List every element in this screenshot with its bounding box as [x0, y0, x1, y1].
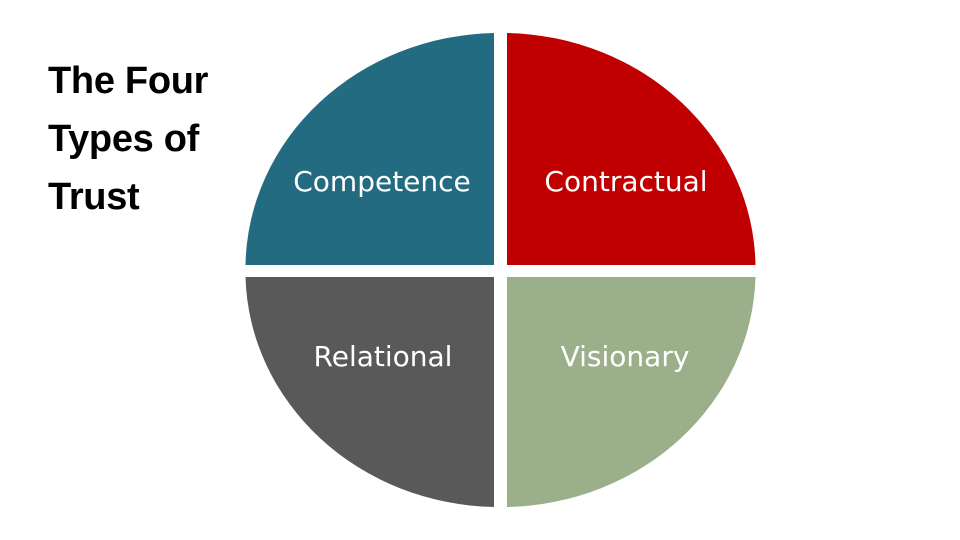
quadrant-label-visionary: Visionary — [561, 340, 690, 373]
quadrant-competence — [245, 33, 494, 265]
title-line-3: Trust — [48, 176, 140, 218]
title-line-2: Types of — [48, 118, 200, 160]
quadrant-label-contractual: Contractual — [544, 165, 707, 198]
title-line-1: The Four — [48, 60, 209, 102]
quadrant-label-relational: Relational — [314, 340, 453, 373]
quadrant-relational — [245, 277, 494, 507]
quadrant-contractual — [507, 33, 756, 265]
quadrant-visionary — [507, 277, 756, 507]
slide-title: The Four Types of Trust — [48, 52, 248, 226]
quadrant-label-competence: Competence — [293, 165, 471, 198]
